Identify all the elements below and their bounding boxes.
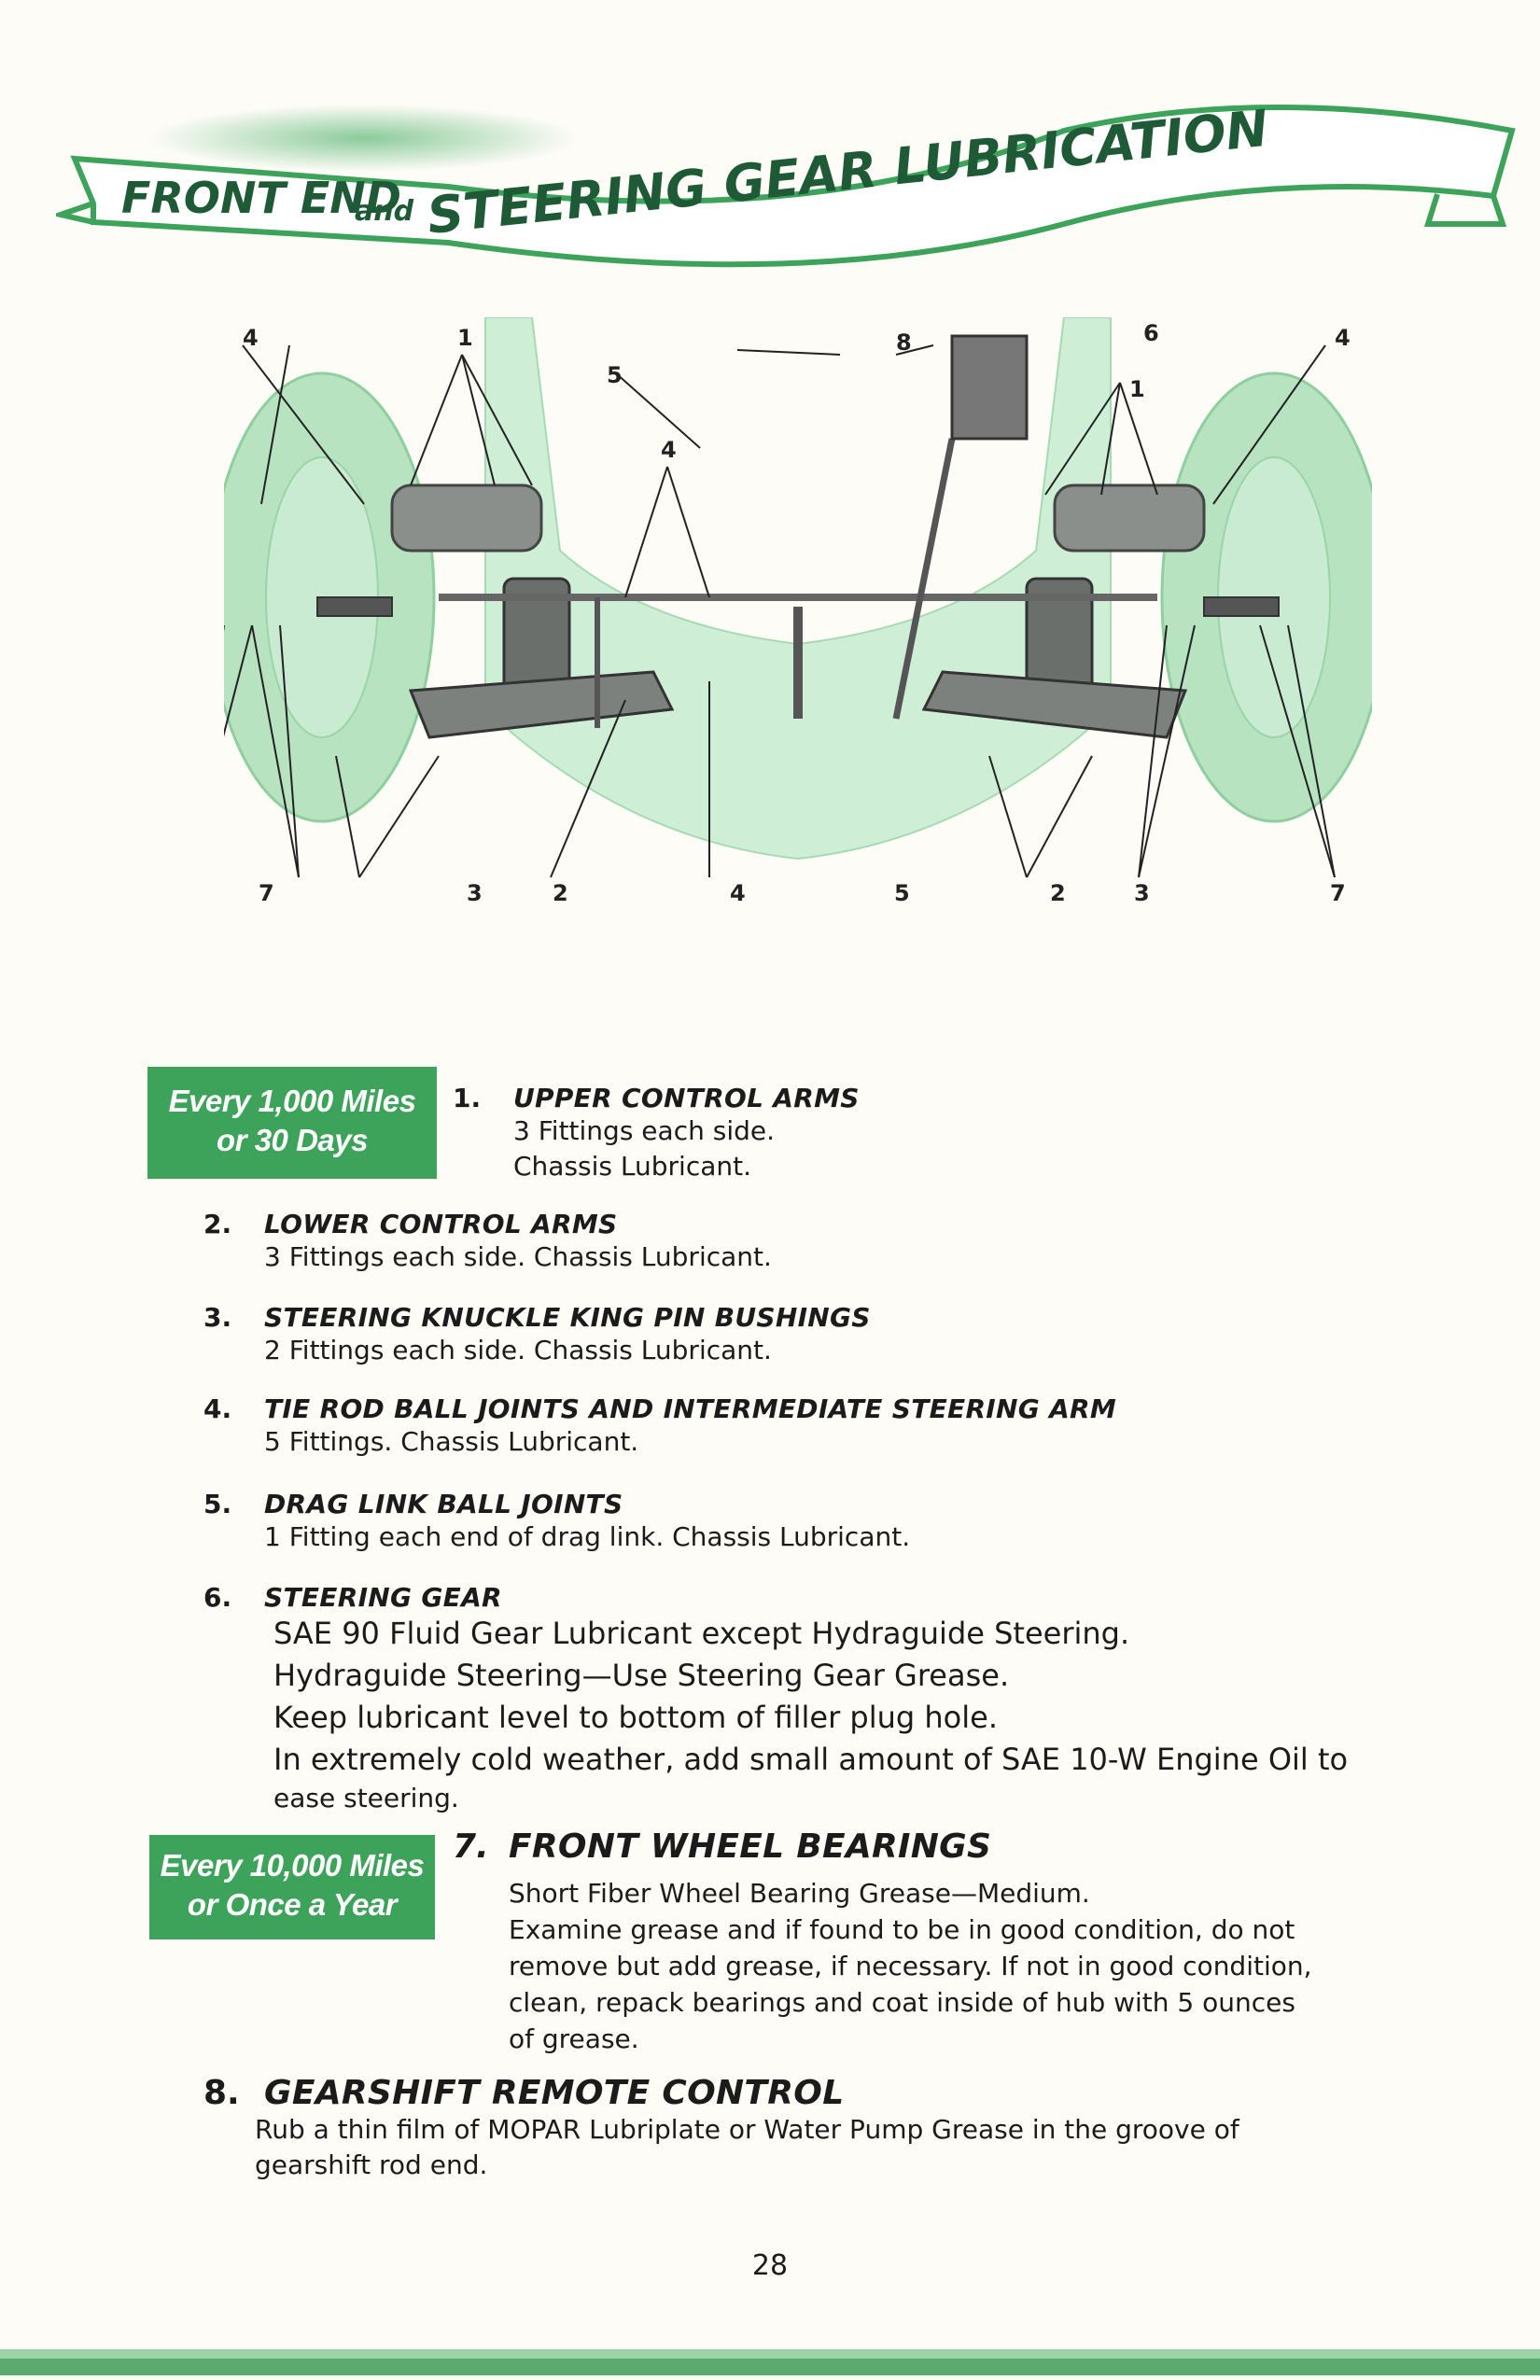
left-lower-control-arm [408,670,675,739]
callout-bottom-8: 7 [1330,880,1346,906]
callout-bottom-2: 3 [467,880,483,906]
item-line: clean, repack bearings and coat inside o… [509,1987,1295,2018]
item-line: 3 Fittings each side. Chassis Lubricant. [264,1241,772,1272]
badge-line-1: Every 10,000 Miles [160,1848,425,1883]
item-line: Hydraguide Steering—Use Steering Gear Gr… [273,1658,1010,1693]
item-heading: GEARSHIFT REMOTE CONTROL [264,2074,845,2112]
callout-top-1: 4 [243,325,259,351]
drag-link [892,438,956,720]
item-number: 2. [203,1209,232,1239]
callout-top-6: 6 [1143,320,1159,346]
callout-bottom-4: 4 [730,880,746,906]
item-heading: UPPER CONTROL ARMS [513,1083,860,1113]
item-line: Short Fiber Wheel Bearing Grease—Medium. [509,1878,1090,1909]
callout-bottom-5: 5 [894,880,910,906]
item-heading: STEERING GEAR [264,1582,502,1613]
item-line: 2 Fittings each side. Chassis Lubricant. [264,1335,772,1365]
item-line: Examine grease and if found to be in goo… [509,1914,1295,1945]
item-number: 3. [203,1302,232,1333]
callout-top-7: 1 [1129,376,1145,402]
interval-badge-10000-miles: Every 10,000 Miles or Once a Year [149,1835,435,1939]
item-heading: TIE ROD BALL JOINTS AND INTERMEDIATE STE… [264,1393,1117,1424]
item-line: 5 Fittings. Chassis Lubricant. [264,1426,639,1457]
item-line: remove but add grease, if necessary. If … [509,1951,1312,1981]
suspension-illustration: 4 1 5 4 8 6 1 4 7 3 2 4 5 2 3 7 [224,317,1372,906]
item-line: SAE 90 Fluid Gear Lubricant except Hydra… [273,1616,1130,1651]
badge-line-2: or Once a Year [187,1887,398,1922]
interval-badge-1000-miles: Every 1,000 Miles or 30 Days [147,1067,437,1179]
callout-bottom-1: 7 [259,880,274,906]
right-hub [1203,596,1280,617]
callout-lines [224,344,1336,878]
bottom-green-strip [0,2338,1540,2380]
badge-line-2: or 30 Days [217,1123,368,1157]
front-suspension-diagram: 4 1 5 4 8 6 1 4 7 3 2 4 5 2 3 7 [224,317,1372,924]
steering-gear-box [950,334,1029,441]
page-number: 28 [751,2249,789,2282]
item-line: In extremely cold weather, add small amo… [273,1742,1349,1777]
item-number: 4. [203,1393,232,1424]
badge-line-1: Every 1,000 Miles [168,1084,416,1118]
item-heading: DRAG LINK BALL JOINTS [264,1489,623,1519]
item-number: 5. [203,1489,232,1519]
item-number: 1. [453,1083,482,1113]
callout-bottom-7: 3 [1134,880,1150,906]
item-heading: LOWER CONTROL ARMS [264,1209,618,1239]
item-heading: STEERING KNUCKLE KING PIN BUSHINGS [264,1302,871,1333]
item-number: 6. [203,1582,232,1613]
callout-top-5: 8 [896,329,912,356]
item-line: gearshift rod end. [255,2149,488,2180]
left-hub [316,596,393,617]
item-line: ease steering. [273,1783,459,1813]
callout-top-2: 1 [457,325,473,351]
callout-top-4: 4 [661,437,677,463]
item-number: 7. [453,1827,489,1866]
left-upper-control-arm [390,483,543,553]
banner-text-and: and [355,195,414,228]
item-line: 3 Fittings each side. [513,1115,775,1146]
banner-ribbon: FRONT END and STEERING GEAR LUBRICATION [56,99,1516,268]
item-number: 8. [203,2074,240,2112]
callout-bottom-3: 2 [553,880,568,906]
ribbon-outline [70,105,1516,268]
item-line: of grease. [509,2023,639,2054]
item-line: Chassis Lubricant. [513,1151,751,1182]
decorative-strip [0,2349,1540,2375]
callout-top-3: 5 [607,362,623,388]
item-line: Rub a thin film of MOPAR Lubriplate or W… [255,2114,1239,2145]
banner-text-front-end: FRONT END [121,173,401,223]
item-heading: FRONT WHEEL BEARINGS [509,1827,992,1866]
callout-bottom-6: 2 [1050,880,1066,906]
spray-paint-decoration [149,105,579,172]
right-upper-control-arm [1053,483,1206,553]
item-line: Keep lubricant level to bottom of filler… [273,1700,998,1735]
title-banner: FRONT END and STEERING GEAR LUBRICATION [56,93,1521,271]
item-line: 1 Fitting each end of drag link. Chassis… [264,1521,911,1552]
callout-top-8: 4 [1335,325,1351,351]
